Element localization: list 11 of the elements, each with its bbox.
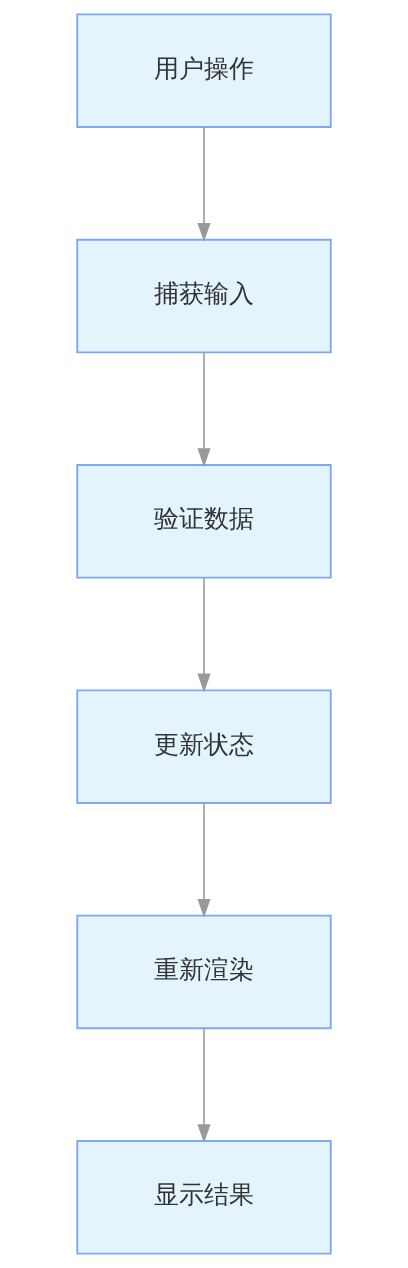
node-box: 验证数据	[76, 464, 332, 579]
arrow	[197, 802, 211, 918]
node-box: 显示结果	[76, 1140, 332, 1255]
node-box: 重新渲染	[76, 914, 332, 1030]
arrow	[197, 577, 211, 693]
arrow	[197, 126, 211, 242]
arrow	[197, 351, 211, 468]
arrow	[197, 1027, 211, 1144]
node-box: 用户操作	[76, 13, 332, 128]
node-box: 捕获输入	[76, 238, 332, 354]
node-box: 更新状态	[76, 689, 332, 804]
